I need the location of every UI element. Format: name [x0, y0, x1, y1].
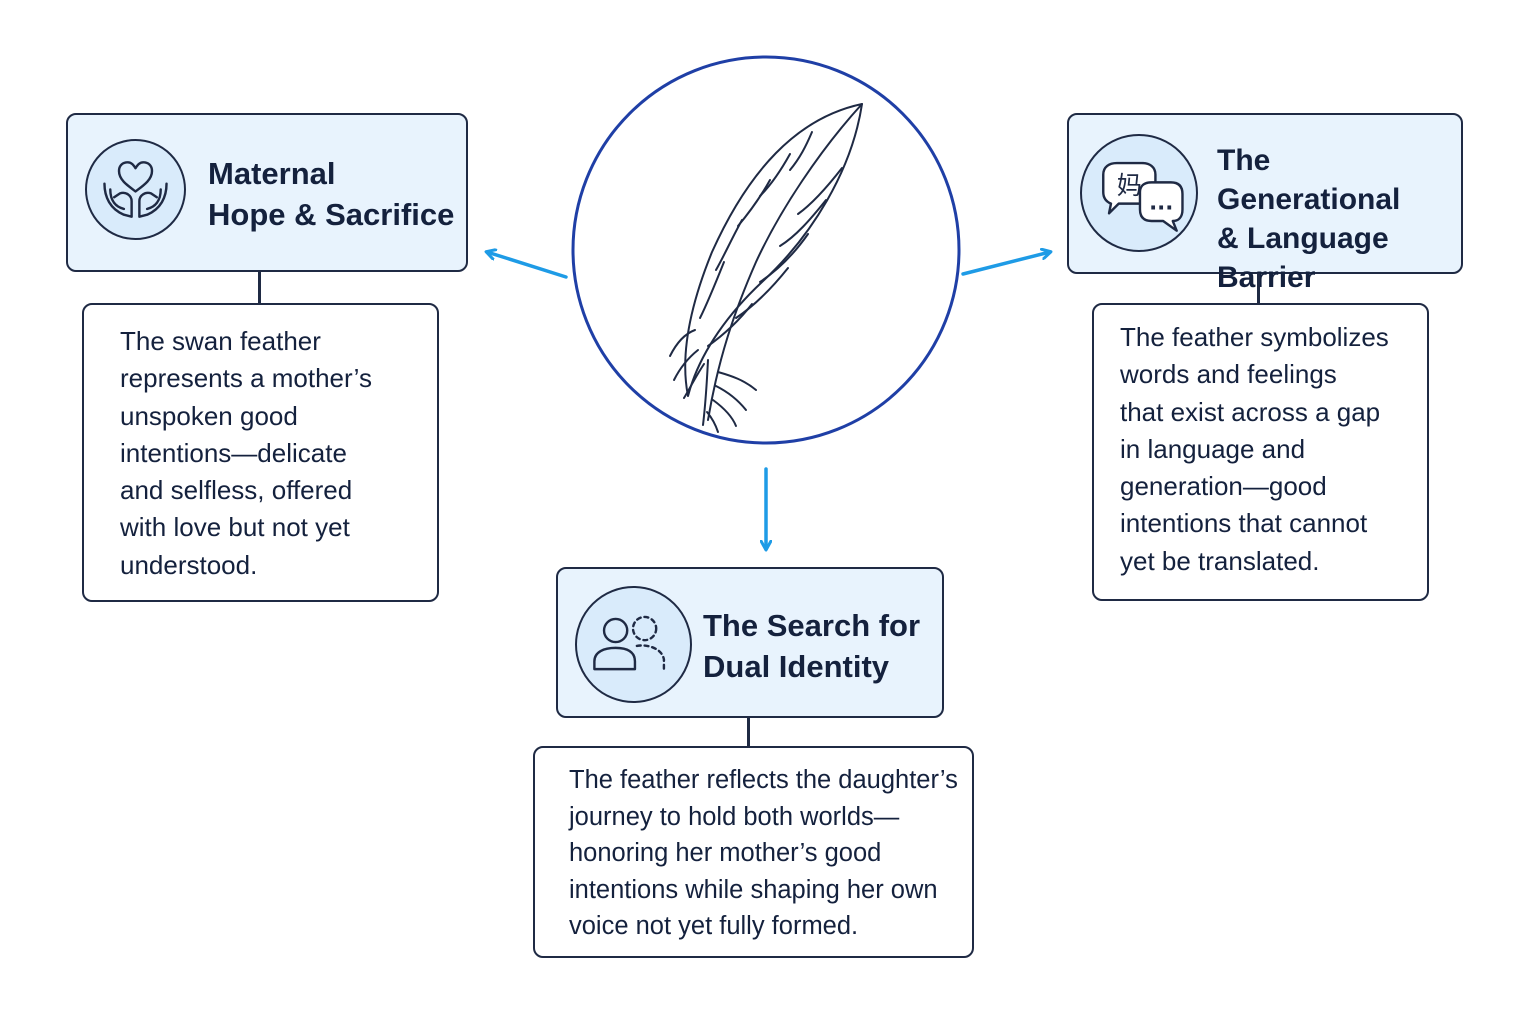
theme-generational-header: 妈 ... The Generational & Language Barrie… [1067, 113, 1463, 294]
speech-bubble-glyph: 妈 [1117, 171, 1142, 200]
theme-identity-icon-circle [575, 586, 692, 703]
speech-bubbles-icon: 妈 ... [1102, 161, 1184, 232]
theme-maternal-connector [258, 271, 261, 304]
theme-identity-header: The Search for Dual Identity [556, 567, 944, 718]
theme-maternal-description: The swan feather represents a mother’s u… [120, 326, 372, 580]
theme-identity-description-box: The feather reflects the daughter’s jour… [533, 746, 974, 958]
arrow-to-maternal [487, 252, 568, 279]
theme-maternal-description-box: The swan feather represents a mother’s u… [82, 303, 439, 602]
theme-identity-description: The feather reflects the daughter’s jour… [569, 766, 958, 940]
theme-maternal-icon-circle [85, 139, 186, 240]
theme-maternal-header: Maternal Hope & Sacrifice [66, 113, 468, 272]
theme-generational-connector [1257, 273, 1260, 304]
theme-generational-description: The feather symbolizes words and feeling… [1120, 322, 1389, 576]
theme-identity-connector [747, 717, 750, 747]
theme-generational-title: The Generational & Language Barrier [1217, 144, 1401, 294]
theme-maternal-title: Maternal Hope & Sacrifice [208, 156, 455, 232]
theme-generational-icon-circle: 妈 ... [1080, 134, 1198, 252]
dual-person-icon [593, 615, 666, 671]
speech-bubble-dots: ... [1149, 190, 1173, 215]
heart-in-hands-icon [103, 161, 168, 218]
theme-generational-description-box: The feather symbolizes words and feeling… [1092, 303, 1429, 601]
arrow-to-generational [961, 252, 1050, 276]
feather-icon [669, 103, 863, 433]
theme-identity-title: The Search for Dual Identity [703, 608, 921, 684]
